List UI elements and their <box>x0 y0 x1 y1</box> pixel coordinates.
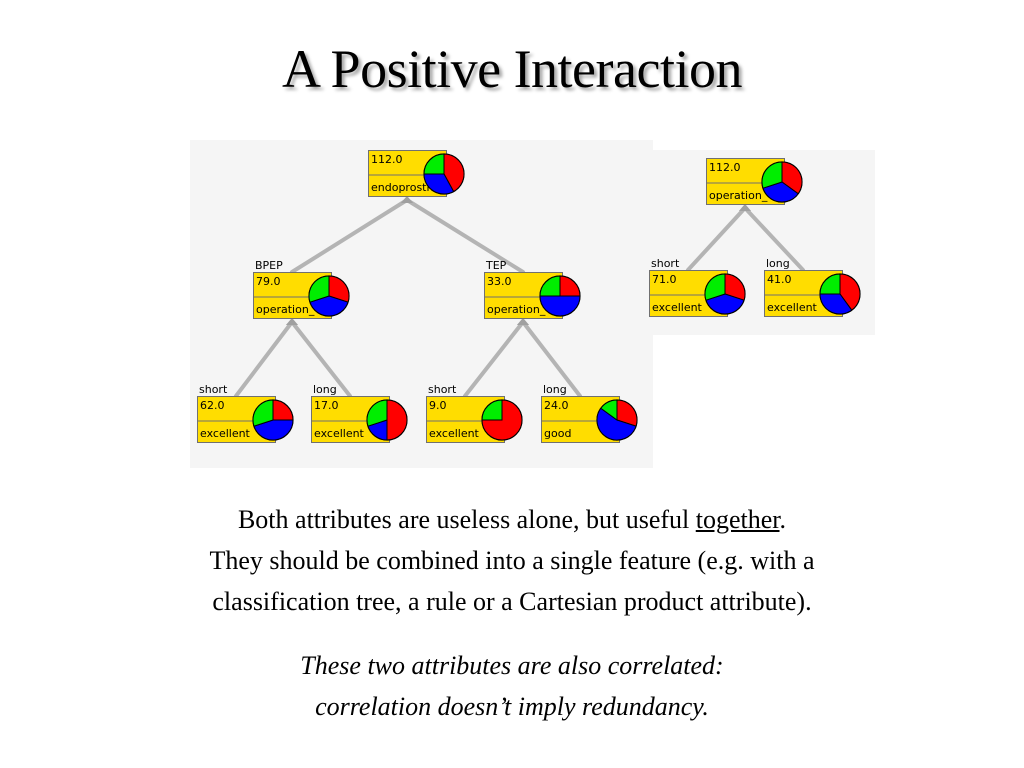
pie-slice-green <box>252 399 274 427</box>
pie-slice-green <box>704 273 726 301</box>
node-count: 33.0 <box>487 275 512 288</box>
pie-slice-blue <box>423 173 455 195</box>
branch-label: short <box>428 383 457 396</box>
pie-slice-green <box>366 399 388 427</box>
pie-slice-green <box>308 275 330 303</box>
branch-label: short <box>651 257 680 270</box>
node-count: 71.0 <box>652 273 677 286</box>
tree-edge <box>234 320 294 398</box>
pie-slice-red <box>616 399 638 427</box>
pie-slice-red <box>724 273 746 301</box>
note-text: These two attributes are also correlated… <box>0 645 1024 727</box>
node-class-label: operation_ <box>709 189 768 202</box>
node-class-label: excellent <box>200 427 251 440</box>
node-count: 62.0 <box>200 399 225 412</box>
branch-label: TEP <box>485 259 507 272</box>
body-text: Both attributes are useless alone, but u… <box>0 499 1024 622</box>
tree-edge <box>686 206 747 272</box>
branch-label: long <box>313 383 337 396</box>
pie-slice-blue <box>762 181 799 203</box>
body-line-1: Both attributes are useless alone, but u… <box>0 499 1024 540</box>
branch-label: long <box>766 257 790 270</box>
node-class-label: excellent <box>652 301 703 314</box>
tree-node: long 17.0 excellent <box>311 383 408 443</box>
pie-slice-red <box>386 399 408 441</box>
pie-slice-green <box>539 275 561 297</box>
node-class-label: good <box>544 427 571 440</box>
body-line-2: They should be combined into a single fe… <box>209 546 815 575</box>
emphasis-together: together <box>695 505 780 534</box>
tree-edge <box>743 206 805 272</box>
node-count: 9.0 <box>429 399 447 412</box>
tree-node: short 9.0 excellent <box>426 383 523 443</box>
node-count: 112.0 <box>709 161 741 174</box>
tree-node: 112.0 endoprosth <box>368 150 465 197</box>
pie-slice-red <box>559 275 581 297</box>
branch-label: BPEP <box>255 259 283 272</box>
node-class-label: endoprosth <box>371 181 433 194</box>
pie-slice-green <box>423 153 445 175</box>
note-line-2: correlation doesn’t imply redundancy. <box>315 692 709 721</box>
tree-node: BPEP 79.0 operation_ <box>253 259 350 319</box>
pie-slice-green <box>819 273 841 295</box>
node-count: 17.0 <box>314 399 339 412</box>
node-class-label: excellent <box>314 427 365 440</box>
pie-slice-red <box>481 399 523 441</box>
split-marker <box>739 204 751 211</box>
body-line-3: classification tree, a rule or a Cartesi… <box>212 587 812 616</box>
tree-edge <box>463 320 525 398</box>
node-count: 112.0 <box>371 153 403 166</box>
pie-slice-green <box>481 399 503 421</box>
pie-slice-red <box>328 275 350 303</box>
tree-node: short 62.0 excellent <box>197 383 294 443</box>
edges-layer <box>234 196 805 398</box>
pie-slice-green <box>761 161 783 189</box>
node-class-label: operation_ <box>256 303 315 316</box>
branch-label: short <box>199 383 228 396</box>
pie-slice-blue <box>819 293 853 315</box>
split-marker <box>286 318 298 325</box>
tree-edge <box>405 198 525 274</box>
note-line-1: These two attributes are also correlated… <box>300 651 724 680</box>
pie-slice-red <box>272 399 294 421</box>
split-marker <box>401 196 413 203</box>
node-class-label: excellent <box>767 301 818 314</box>
node-count: 79.0 <box>256 275 281 288</box>
pie-slice-blue <box>253 419 294 441</box>
pie-slice-red <box>839 273 861 311</box>
node-class-label: excellent <box>429 427 480 440</box>
pie-slice-red <box>781 161 803 195</box>
slide-title: A Positive Interaction <box>282 39 742 99</box>
body-line-1-pre: Both attributes are useless alone, but u… <box>237 505 696 534</box>
tree-edge <box>290 198 409 274</box>
tree-edge <box>521 320 582 398</box>
body-line-1-post: . <box>779 505 787 534</box>
tree-node: long 41.0 excellent <box>764 257 861 317</box>
branch-label: long <box>543 383 567 396</box>
node-count: 41.0 <box>767 273 792 286</box>
pie-slice-blue <box>705 293 745 315</box>
tree-node: 112.0 operation_ <box>706 158 803 205</box>
tree-edge <box>290 320 352 398</box>
node-class-label: operation_ <box>487 303 546 316</box>
tree-node: TEP 33.0 operation_ <box>484 259 581 319</box>
pie-slice-blue <box>596 407 637 441</box>
pie-slice-green <box>600 399 618 421</box>
tree-node: short 71.0 excellent <box>649 257 746 317</box>
tree-node: long 24.0 good <box>541 383 638 443</box>
pie-slice-blue <box>309 295 349 317</box>
node-count: 24.0 <box>544 399 569 412</box>
split-marker <box>517 318 529 325</box>
pie-slice-blue <box>539 295 581 317</box>
